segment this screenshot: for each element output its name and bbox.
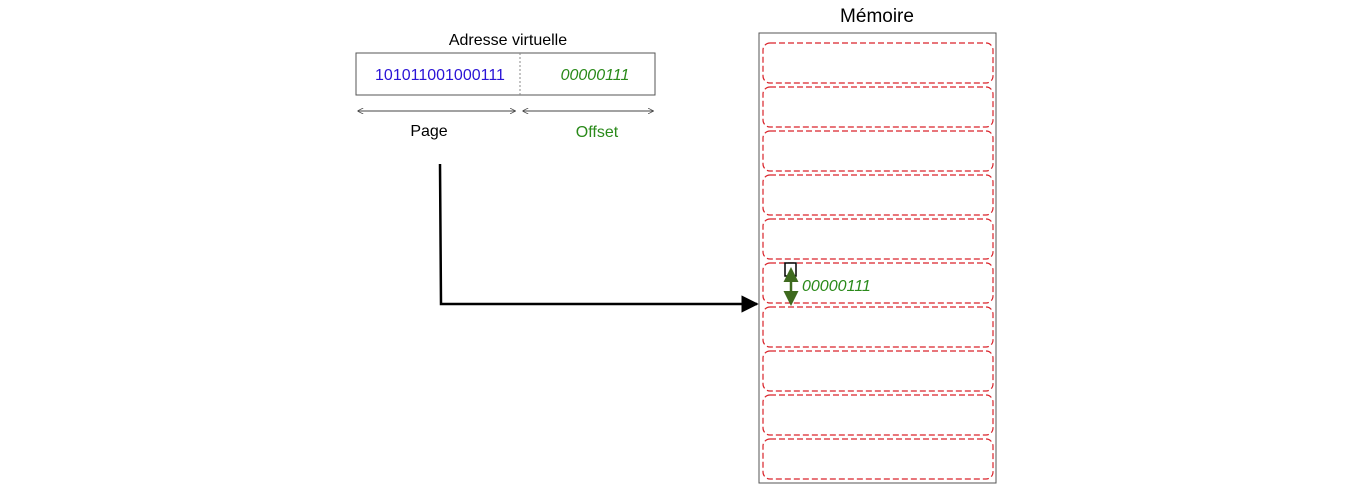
page-lookup-arrow [438, 163, 759, 313]
memory-frame [762, 438, 994, 480]
memory-offset-label: 00000111 [802, 278, 871, 295]
memory-box [758, 32, 997, 484]
memory-title: Mémoire [840, 6, 914, 27]
page-bits-text: 101011001000111 [375, 67, 505, 84]
virtual-address-box [355, 52, 656, 96]
memory-frame [762, 306, 994, 348]
memory-frame [762, 218, 994, 260]
memory-frames [762, 42, 994, 480]
virtual-address-group: Adresse virtuelle 101011001000111 000001… [355, 32, 656, 141]
memory-frame [762, 130, 994, 172]
memory-frame [762, 350, 994, 392]
memory-frame [762, 394, 994, 436]
memory-group: Mémoire 00000111 [758, 6, 997, 484]
target-byte-cell [784, 262, 797, 277]
offset-label: Offset [576, 124, 619, 141]
memory-frame [762, 262, 994, 304]
memory-frame [762, 174, 994, 216]
offset-bits-text: 00000111 [561, 67, 630, 84]
page-label: Page [410, 123, 447, 140]
memory-frame [762, 42, 994, 84]
virtual-address-title: Adresse virtuelle [449, 32, 567, 49]
memory-frame [762, 86, 994, 128]
